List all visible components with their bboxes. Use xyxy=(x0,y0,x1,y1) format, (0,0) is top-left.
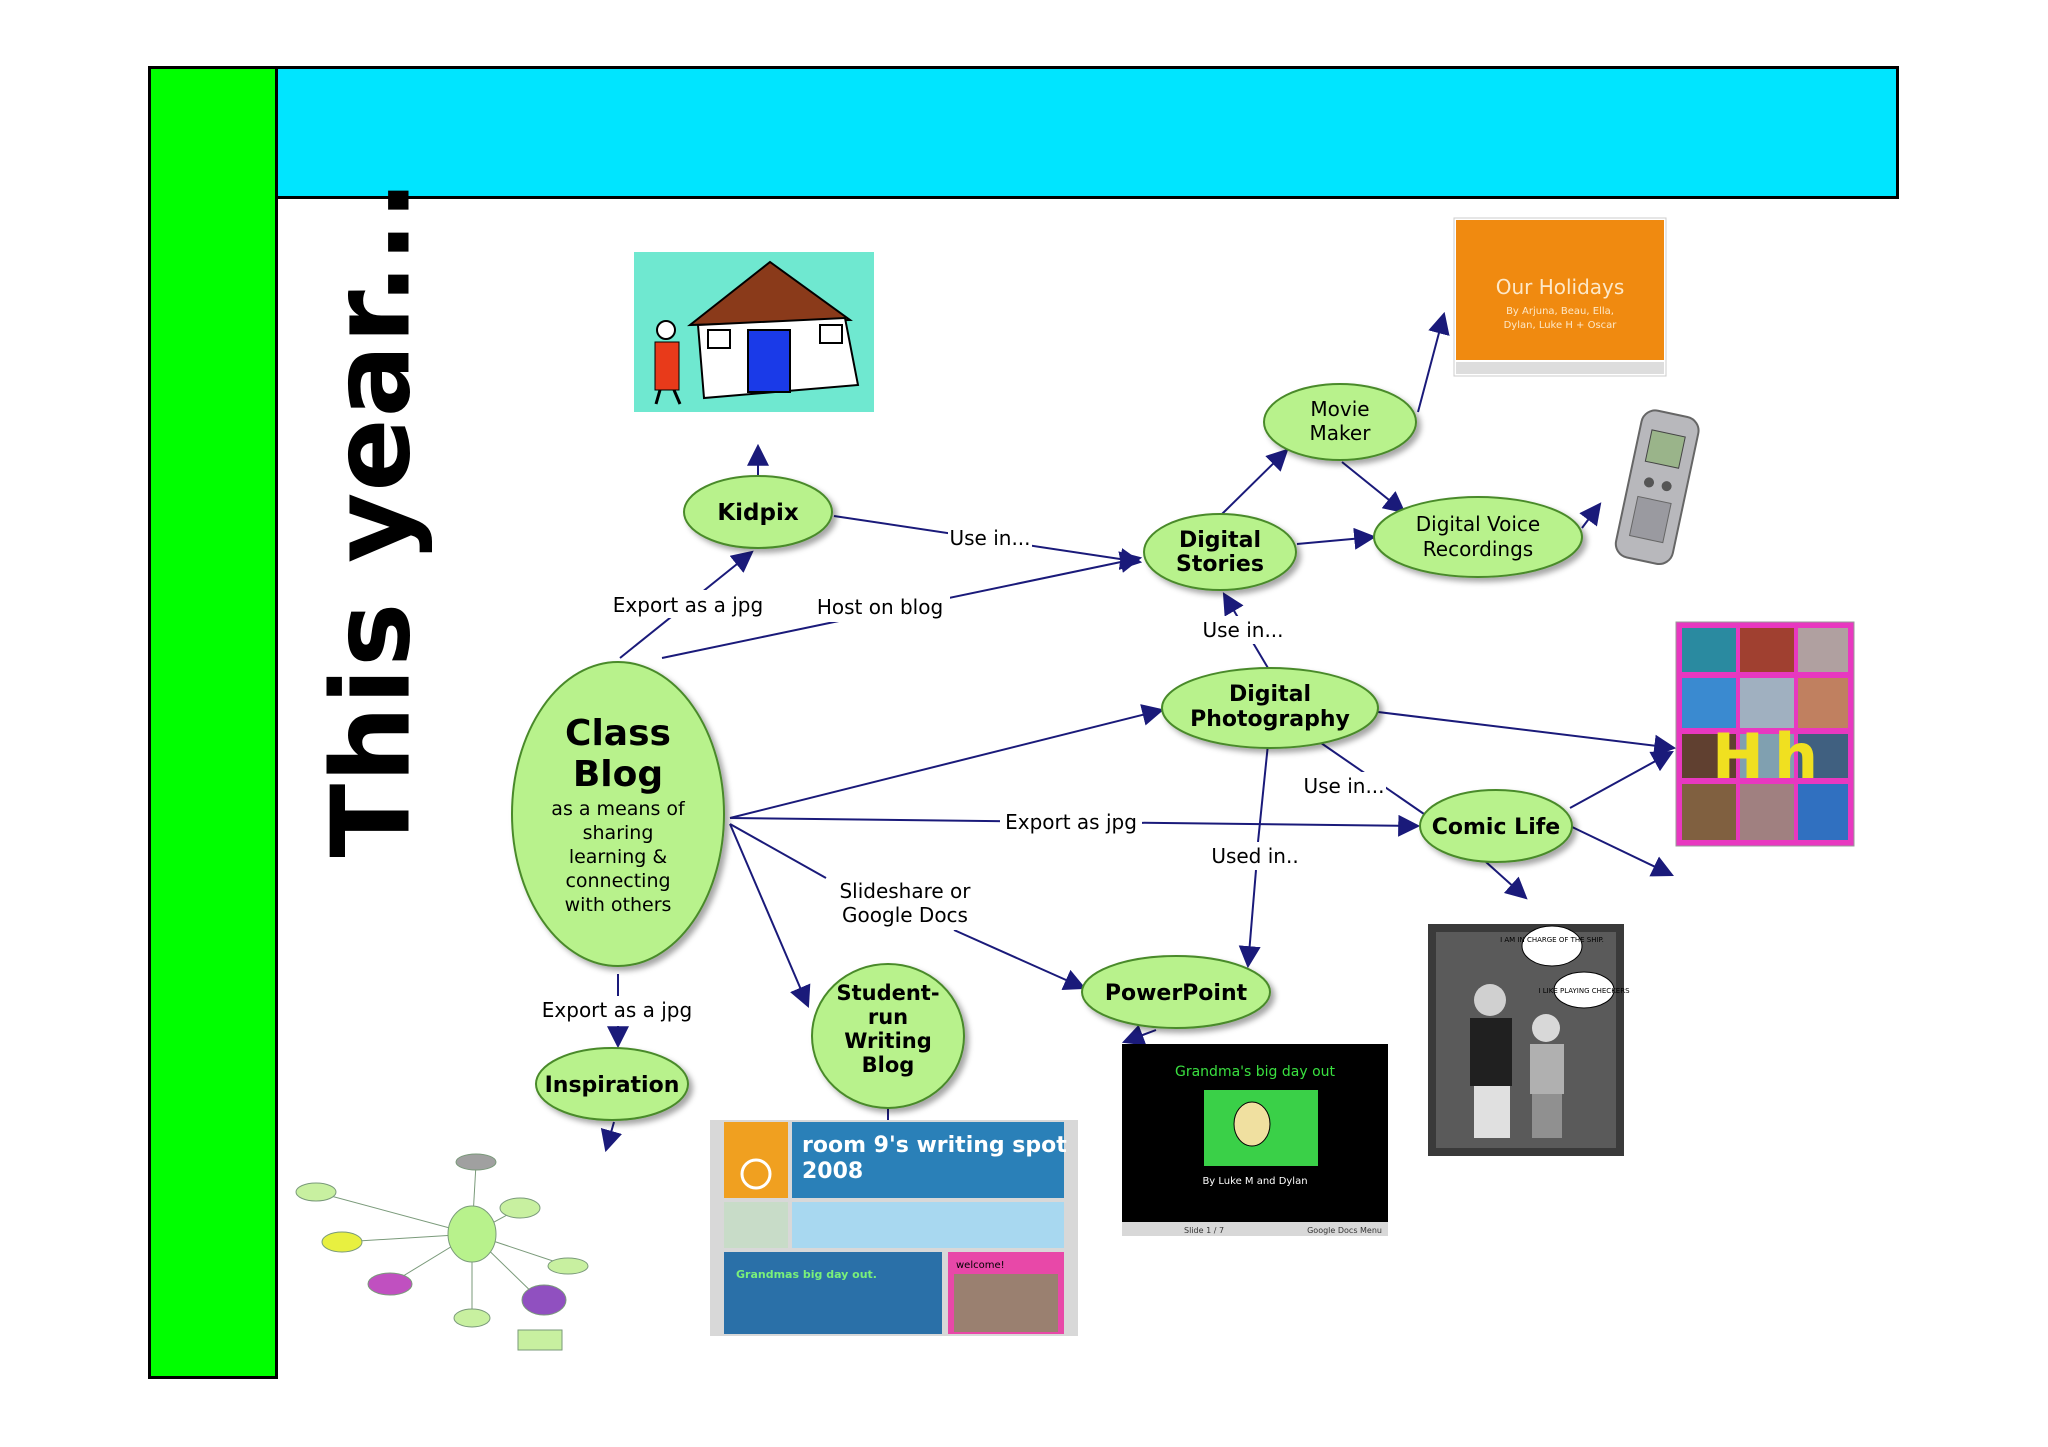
grandma-title: Grandma's big day out xyxy=(1175,1064,1336,1080)
node-class-blog xyxy=(511,661,725,967)
node-powerpoint xyxy=(1081,955,1271,1029)
arrow-movie-holidays xyxy=(1417,311,1450,413)
writing-blog-title-1: room 9's writing spot xyxy=(802,1133,1067,1158)
line-photo-ppt-1 xyxy=(1257,743,1269,843)
node-movie-maker xyxy=(1263,383,1417,461)
kidpix-label: Kidpix xyxy=(717,500,799,526)
arrow-comic-right xyxy=(1569,825,1674,877)
arrow-photo-ppt xyxy=(1238,869,1261,969)
writing-blog-side-title: welcome! xyxy=(956,1260,1005,1271)
class-blog-sub-2: sharing xyxy=(583,822,654,844)
arrow-blog-student xyxy=(729,823,811,1009)
node-digital-photography xyxy=(1161,667,1379,749)
our-holidays-byline-2: Dylan, Luke H + Oscar xyxy=(1504,320,1618,331)
movie-maker-label-2: Maker xyxy=(1310,421,1372,445)
node-student-blog xyxy=(811,963,965,1109)
link-label-used-in: Used in.. xyxy=(1211,844,1298,868)
node-shapes xyxy=(511,383,1583,1121)
digital-stories-label-2: Stories xyxy=(1176,552,1264,577)
digital-voice-label-1: Digital Voice xyxy=(1416,512,1540,536)
node-kidpix xyxy=(683,475,833,549)
link-label-slideshare-1: Slideshare or xyxy=(839,879,971,903)
arrow-stories-voice xyxy=(1296,527,1377,550)
link-label-export-jpg-2: Export as a jpg xyxy=(542,998,692,1022)
link-label-use-in-3: Use in... xyxy=(1303,774,1384,798)
link-label-export-as-jpg: Export as jpg xyxy=(1005,810,1137,834)
digital-stories-label-1: Digital xyxy=(1179,528,1261,553)
inspiration-mini-map xyxy=(295,1153,589,1351)
grandma-slide-counter: Slide 1 / 7 xyxy=(1184,1226,1224,1235)
svg-text:h: h xyxy=(1774,720,1818,793)
writing-blog-post-title: Grandmas big day out. xyxy=(736,1268,877,1281)
comic-photo-thumb: I AM IN CHARGE OF THE SHIP. I LIKE PLAYI… xyxy=(1428,924,1630,1156)
digital-voice-label-2: Recordings xyxy=(1423,537,1533,561)
class-blog-sub-5: with others xyxy=(565,894,672,916)
arrow-inspiration-map xyxy=(600,1121,623,1153)
grandma-slideshow-thumb: Grandma's big day out By Luke M and Dyla… xyxy=(1122,1044,1388,1236)
writing-blog-thumb: room 9's writing spot 2008 Grandmas big … xyxy=(710,1120,1078,1336)
student-blog-label-3: Writing xyxy=(844,1029,932,1053)
link-labels: Export as a jpg Host on blog Use in... U… xyxy=(536,524,1386,1024)
link-label-use-in-1: Use in... xyxy=(949,526,1030,550)
side-color-bar xyxy=(148,66,278,1379)
powerpoint-label: PowerPoint xyxy=(1105,981,1248,1006)
arrow-voice-recorder xyxy=(1579,502,1602,529)
voice-recorder-image xyxy=(1614,409,1700,566)
our-holidays-title: Our Holidays xyxy=(1496,275,1625,299)
comic-bubble-1: I AM IN CHARGE OF THE SHIP. xyxy=(1500,936,1604,944)
node-comic-life xyxy=(1419,789,1573,863)
writing-blog-title-2: 2008 xyxy=(802,1159,863,1184)
comic-bubble-2: I LIKE PLAYING CHECKERS xyxy=(1538,987,1630,995)
class-blog-sub-1: as a means of xyxy=(551,798,686,820)
our-holidays-thumb: Our Holidays By Arjuna, Beau, Ella, Dyla… xyxy=(1453,217,1667,377)
node-inspiration xyxy=(535,1047,689,1121)
collage-thumb: H h xyxy=(1675,621,1855,847)
inspiration-label: Inspiration xyxy=(545,1073,680,1098)
node-digital-stories xyxy=(1143,513,1297,591)
connector-lines xyxy=(600,311,1677,1153)
link-label-slideshare-2: Google Docs xyxy=(842,903,968,927)
class-blog-sub-3: learning & xyxy=(569,846,668,868)
arrow-ppt-thumb xyxy=(1121,1024,1157,1046)
header-color-bar xyxy=(278,66,1899,199)
link-label-export-jpg-1: Export as a jpg xyxy=(613,593,763,617)
movie-maker-label-1: Movie xyxy=(1310,397,1369,421)
student-blog-label-4: Blog xyxy=(862,1053,915,1077)
svg-text:H: H xyxy=(1712,720,1764,793)
grandma-byline: By Luke M and Dylan xyxy=(1202,1176,1307,1187)
line-blog-slideshare xyxy=(729,823,827,879)
arrow-slideshare-ppt xyxy=(953,929,1087,990)
digital-photography-label-2: Photography xyxy=(1190,707,1350,732)
class-blog-title-1: Class xyxy=(565,713,671,754)
grandma-docs-label: Google Docs Menu xyxy=(1307,1226,1382,1235)
student-blog-label-1: Student- xyxy=(836,981,939,1005)
link-label-host-on-blog: Host on blog xyxy=(817,595,943,619)
arrow-photo-collage xyxy=(1377,711,1677,757)
our-holidays-byline-1: By Arjuna, Beau, Ella, xyxy=(1506,306,1614,317)
kidpix-drawing-thumb xyxy=(634,252,874,412)
arrow-movie-voice xyxy=(1341,461,1406,514)
class-blog-sub-4: connecting xyxy=(565,870,670,892)
digital-photography-label-1: Digital xyxy=(1229,682,1311,707)
arrow-stories-movie xyxy=(1221,448,1289,515)
arrow-comic-collage xyxy=(1569,750,1674,809)
arrow-comic-photo xyxy=(1485,861,1528,900)
class-blog-title-2: Blog xyxy=(573,754,663,795)
link-label-use-in-2: Use in... xyxy=(1202,618,1283,642)
comic-life-label: Comic Life xyxy=(1432,815,1560,840)
student-blog-label-2: run xyxy=(868,1005,908,1029)
node-digital-voice xyxy=(1373,496,1583,578)
arrow-blog-photo xyxy=(729,704,1165,819)
